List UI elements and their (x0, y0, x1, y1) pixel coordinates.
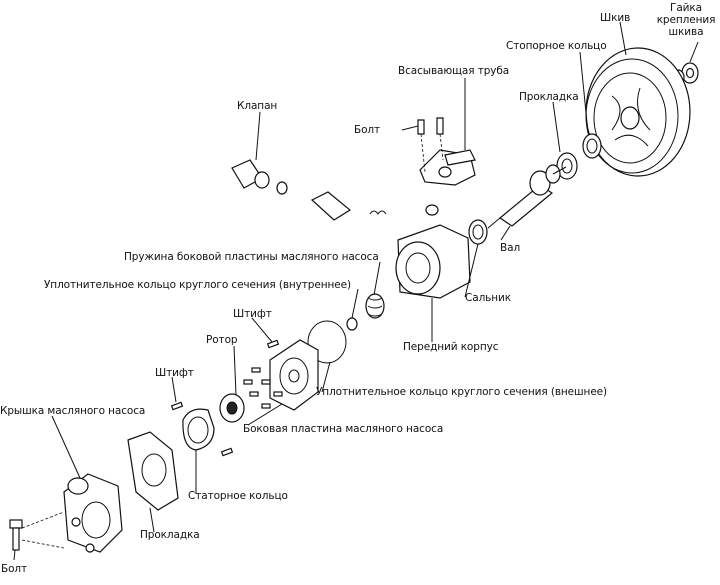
suction-pipe (417, 117, 476, 186)
label-shaft: Вал (500, 242, 521, 254)
label-seal: Сальник (465, 292, 511, 304)
outer-oring (307, 320, 347, 364)
cover-gasket (127, 431, 179, 511)
valve-assembly (231, 159, 387, 221)
pins (170, 339, 280, 457)
cover-bolt (9, 511, 65, 551)
label-valve: Клапан (237, 100, 278, 112)
label-pin-top: Штифт (233, 308, 272, 320)
label-side-plate: Боковая пластина масляного насоса (243, 423, 444, 435)
label-pulley: Шкив (600, 12, 631, 24)
shaft (487, 164, 567, 229)
label-oring-inner: Уплотнительное кольцо круглого сечения (… (44, 279, 351, 291)
label-pin-left: Штифт (155, 367, 194, 379)
label-gasket-bottom: Прокладка (140, 529, 200, 541)
label-rotor: Ротор (206, 334, 238, 346)
leader-lines (13, 21, 699, 561)
label-pulley-nut: Гайка крепления шкива (656, 2, 716, 38)
pulley (585, 47, 691, 177)
label-bolt-bottom: Болт (1, 563, 28, 575)
label-gasket-top: Прокладка (519, 91, 579, 103)
label-side-plate-spring: Пружина боковой пластины масляного насос… (124, 251, 379, 263)
rotor-vanes (219, 367, 283, 423)
front-housing (395, 204, 471, 299)
snap-ring (582, 133, 602, 159)
label-suction-pipe: Всасывающая труба (398, 65, 510, 77)
label-oring-outer: Уплотнительное кольцо круглого сечения (… (316, 386, 608, 398)
label-snap-ring: Стопорное кольцо (506, 40, 607, 52)
pump-cover (63, 473, 123, 553)
label-pump-cover: Крышка масляного насоса (0, 405, 146, 417)
label-stator-ring: Статорное кольцо (188, 490, 288, 502)
side-plate (269, 339, 319, 411)
stator-ring (182, 408, 215, 451)
oil-seal (468, 219, 488, 245)
label-front-housing: Передний корпус (403, 341, 499, 353)
side-plate-spring (346, 293, 385, 331)
label-bolt-top: Болт (354, 124, 381, 136)
